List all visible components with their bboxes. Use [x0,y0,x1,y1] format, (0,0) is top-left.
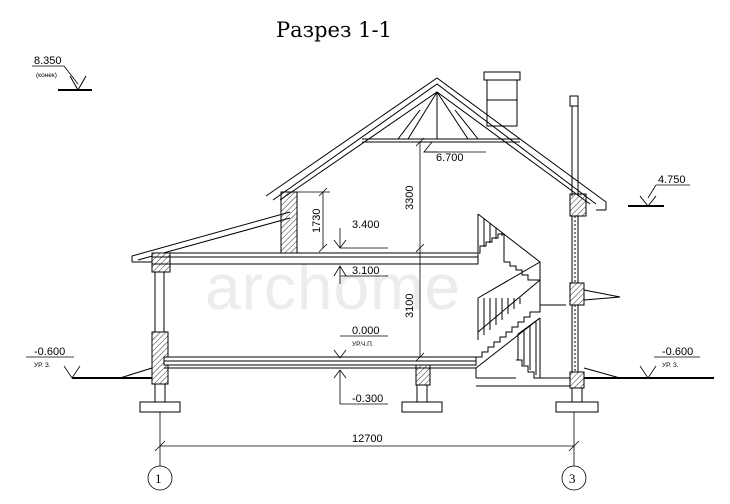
level-ridge-note: (конек) [36,72,57,79]
dim-attic-height: 3300 [404,186,416,210]
level-ridge-value: 8.350 [34,55,62,67]
level-ground-left [26,356,81,379]
level-first-floor-value: 0.000 [352,325,380,337]
level-eave [628,184,690,207]
left-wall [151,272,169,385]
axis-lines [147,412,587,491]
dim-knee-wall: 1730 [311,209,323,233]
main-roof [265,77,607,211]
level-ridge [32,65,92,91]
dim-lines [297,137,425,362]
right-wall [569,95,621,389]
level-first-floor-note: УР.Ч.П. [352,341,374,348]
dim-first-height: 3100 [404,294,416,318]
level-ground-left-value: -0.600 [34,346,65,358]
level-second-ceiling-value: 3.100 [352,265,380,277]
dim-total-width: 12700 [352,433,383,445]
first-floor-slab [163,356,477,386]
level-second-floor-value: 3.400 [352,219,380,231]
second-floor-slab [151,252,479,273]
level-ground-right [639,356,700,379]
axis-label-right: 3 [569,471,576,486]
level-interior [333,141,486,405]
level-ground-left-note: УР. З. [34,362,51,369]
level-ground-right-value: -0.600 [662,346,693,358]
chimney [483,71,521,127]
level-ground-right-note: УР. З. [662,362,679,369]
staircase-upper [477,213,566,340]
drawing-title: Разрез 1-1 [276,18,392,42]
ground [72,367,714,379]
staircase-lower [475,305,570,387]
level-eave-value: 4.750 [658,174,686,186]
level-foundation-value: -0.300 [352,393,383,405]
axis-label-left: 1 [155,471,162,486]
foundations [139,383,599,413]
level-attic-value: 6.700 [436,152,464,164]
